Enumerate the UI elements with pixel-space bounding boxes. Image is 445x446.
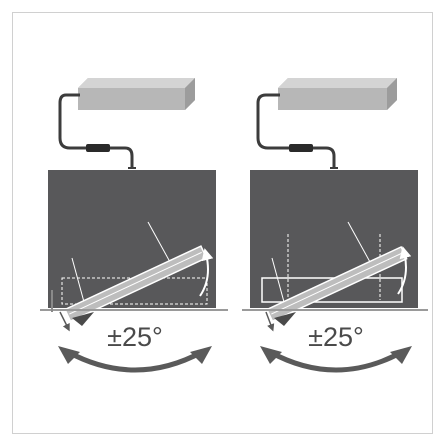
swing-arrow-right [268,349,404,373]
angle-label-left: ±25° [107,322,163,352]
swing-arrow-left [66,349,204,373]
right-panel: ±25° [242,78,428,373]
tilted-lamp-left [63,245,208,323]
housing-outline-right [261,277,403,303]
cable-left [58,93,134,168]
light-beam-left [72,312,94,326]
cable-connector-right [289,144,313,152]
left-panel: ±25° [40,78,228,373]
light-beam-right [274,312,296,326]
tilt-arrow-left [199,248,214,297]
figure-frame [12,12,433,434]
driver-box-left [78,78,195,110]
angle-label-right: ±25° [308,322,364,352]
cable-connector-left [86,144,110,152]
cable-right [256,93,336,168]
tilt-arrow-right [397,246,412,295]
driver-box-right [278,78,397,110]
